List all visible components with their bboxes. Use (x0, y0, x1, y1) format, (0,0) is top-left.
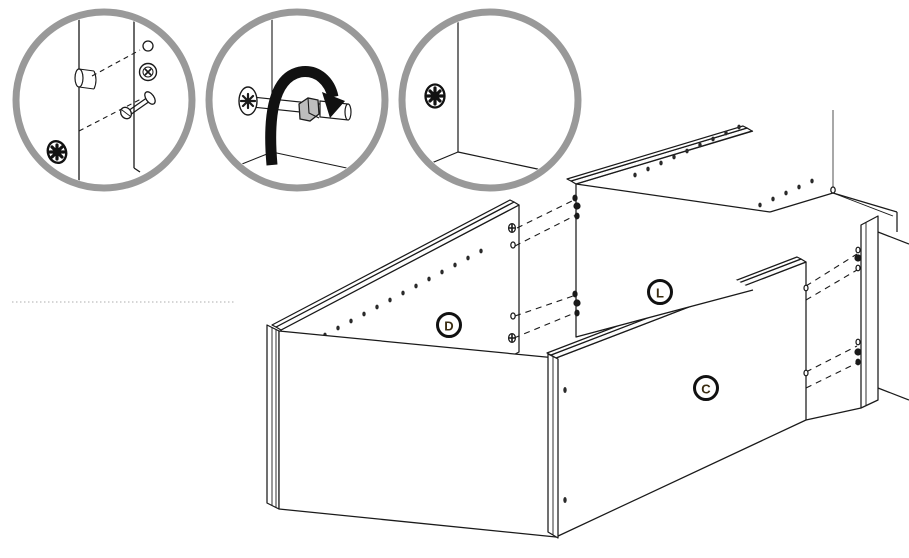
detail-callout-3 (398, 8, 582, 192)
rotation-arrow-icon (265, 66, 345, 166)
cam-fittings-right-panel (854, 246, 862, 366)
detail-3-contents (406, 16, 574, 184)
panel-label-D: D (436, 312, 462, 338)
panel-label-D-letter: D (444, 319, 453, 334)
detail-2-ring (205, 8, 389, 192)
panel-right-side (860, 215, 909, 409)
cam-holes-panel-C (563, 387, 567, 503)
cam-lock-cap-icon (424, 83, 446, 109)
detail-1-ring (12, 8, 196, 192)
assembly-guide-lines (513, 199, 858, 389)
panel-label-L: L (647, 279, 673, 305)
cam-lock-disc-icon (138, 62, 158, 82)
panel-base (278, 330, 557, 538)
panel-label-L-letter: L (656, 286, 664, 301)
detail-2-contents (213, 16, 381, 184)
top-deck-hole (830, 186, 836, 194)
panel-label-badges: D L C (436, 279, 719, 401)
cabinet-assembly (266, 110, 909, 539)
dowel-hole-icon (74, 68, 97, 90)
shelf-pin-holes-top-deck (633, 124, 814, 208)
detail-3-ring (398, 8, 582, 192)
lower-right-deck-edge (805, 407, 862, 421)
panel-label-C: C (693, 375, 719, 401)
empty-hole-icon (142, 40, 154, 52)
detail-1-contents (20, 16, 188, 184)
cam-fittings-panel-L (572, 194, 581, 317)
cam-bolt-icon (120, 91, 156, 120)
panel-edge-strip-left (266, 324, 280, 510)
cam-lock-cap-icon (46, 139, 68, 165)
detail-callout-2 (205, 8, 389, 192)
panel-C-right-holes (803, 284, 809, 377)
panel-top-deck (566, 110, 898, 232)
panel-label-C-letter: C (701, 382, 711, 397)
detail-callout-1 (12, 8, 196, 192)
